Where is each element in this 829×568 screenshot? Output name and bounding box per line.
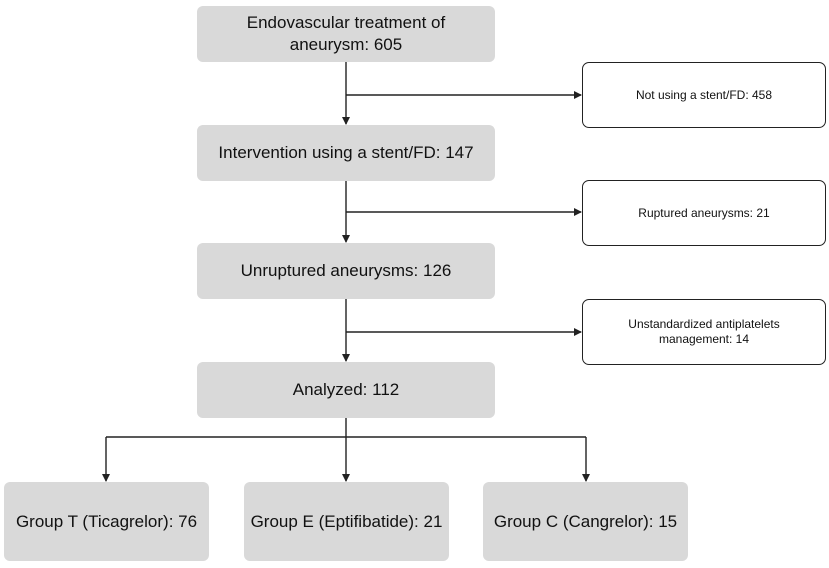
group-t-label: Group T (Ticagrelor): 76 [15,511,198,531]
ruptured-box: Ruptured aneurysms: 21 [582,180,826,246]
no-stent-box: Not using a stent/FD: 458 [582,62,826,128]
group-t-box: Group T (Ticagrelor): 76 [4,482,209,561]
start-label-line1: Endovascular treatment of [246,13,446,32]
no-stent-label: Not using a stent/FD: 458 [635,87,773,102]
unstandardized-label-line2: management: 14 [658,332,750,346]
unstandardized-label-line1: Unstandardized antiplatelets [628,317,780,331]
analyzed-box: Analyzed: 112 [197,362,495,418]
unruptured-label: Unruptured aneurysms: 126 [240,261,452,280]
unruptured-box: Unruptured aneurysms: 126 [197,243,495,299]
group-c-box: Group C (Cangrelor): 15 [483,482,688,561]
stent-box: Intervention using a stent/FD: 147 [197,125,495,181]
stent-label: Intervention using a stent/FD: 147 [218,143,474,162]
ruptured-label: Ruptured aneurysms: 21 [638,205,770,220]
group-e-box: Group E (Eptifibatide): 21 [244,482,449,561]
start-box: Endovascular treatment of aneurysm: 605 [197,6,495,62]
group-c-label: Group C (Cangrelor): 15 [493,511,678,531]
start-label-line2: aneurysm: 605 [289,35,403,54]
unstandardized-box: Unstandardized antiplatelets management:… [582,299,826,365]
group-e-label: Group E (Eptifibatide): 21 [250,511,443,531]
analyzed-label: Analyzed: 112 [292,380,400,399]
